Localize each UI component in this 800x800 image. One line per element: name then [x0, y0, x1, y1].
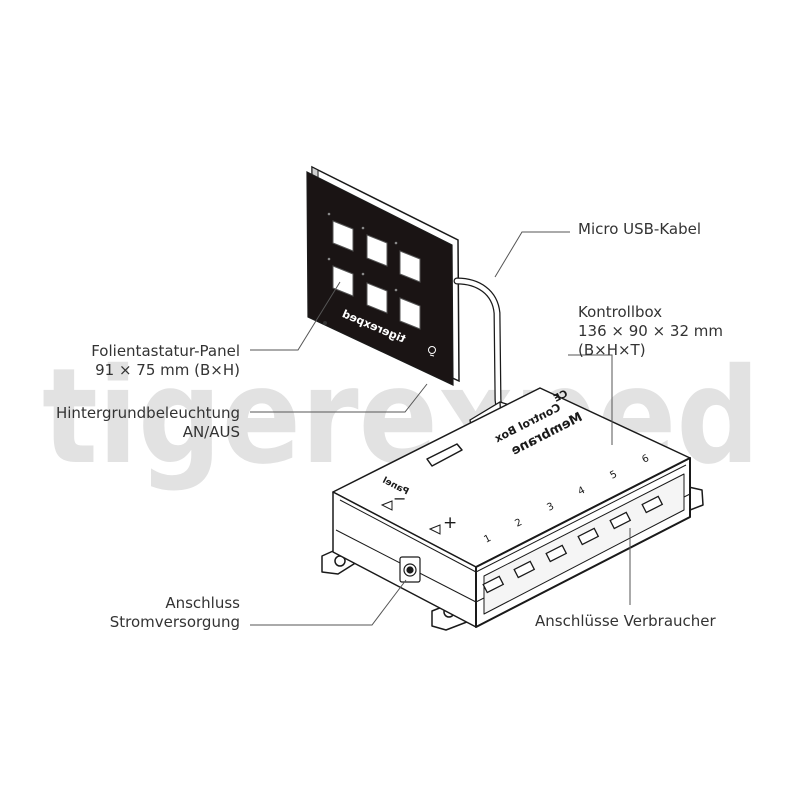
power-connector: [399, 556, 421, 583]
box-minus-label: −: [393, 489, 406, 508]
leader-box: [568, 354, 613, 445]
channel-number-1: 1: [482, 533, 493, 546]
leader-usb: [494, 231, 570, 278]
panel-led-marks: [327, 212, 398, 292]
leader-panel: [250, 281, 341, 351]
panel-port-slot: [426, 443, 463, 467]
consumer-terminals: [482, 495, 664, 594]
panel-corner-hole: [323, 321, 327, 325]
terminal-1: [482, 575, 505, 594]
label-panel: Folientastatur-Panel 91 × 75 mm (B×H): [91, 342, 240, 380]
panel-button-3: [399, 250, 421, 283]
label-backlight: Hintergrundbeleuchtung AN/AUS: [56, 404, 240, 442]
power-line2-label: Stromversorgung: [109, 613, 240, 631]
label-kontrollbox: Kontrollbox 136 × 90 × 32 mm (B×H×T): [578, 303, 723, 360]
panel-button-1: [332, 220, 354, 252]
label-micro-usb: Micro USB-Kabel: [578, 220, 701, 239]
terminal-6: [641, 495, 664, 514]
channel-number-3: 3: [545, 501, 556, 514]
usb-label: Micro USB-Kabel: [578, 220, 702, 238]
terminal-2: [513, 560, 536, 579]
backlight-state-label: AN/AUS: [182, 423, 240, 441]
backlight-bulb-icon: [428, 346, 436, 357]
terminal-3: [545, 544, 568, 563]
terminal-5: [609, 511, 632, 530]
panel-button-5: [366, 282, 388, 314]
box-plus-label: +: [443, 513, 457, 533]
panel-buttons: [332, 220, 421, 330]
power-line1-label: Anschluss: [165, 594, 240, 612]
leader-lines: [250, 231, 631, 626]
label-consumers: Anschlüsse Verbraucher: [535, 612, 716, 631]
backlight-name-label: Hintergrundbeleuchtung: [55, 404, 240, 422]
leader-backlight: [250, 383, 428, 413]
panel-button-4: [332, 265, 354, 297]
label-power: Anschluss Stromversorgung: [110, 594, 240, 632]
terminal-4: [577, 527, 600, 546]
channel-number-4: 4: [576, 485, 587, 498]
channel-number-5: 5: [608, 469, 619, 482]
panel-button-2: [366, 234, 388, 267]
panel-name-label: Folientastatur-Panel: [91, 342, 240, 360]
leader-power: [250, 579, 407, 626]
box-name-label: Kontrollbox: [578, 303, 663, 321]
membrane-panel: tigerexped: [306, 165, 460, 386]
box-dims-label: 136 × 90 × 32 mm: [578, 322, 724, 340]
panel-button-6: [399, 297, 421, 330]
channel-number-2: 2: [513, 517, 524, 530]
consumers-label: Anschlüsse Verbraucher: [535, 612, 716, 630]
box-dims-unit-label: (B×H×T): [578, 341, 646, 359]
channel-number-6: 6: [640, 453, 651, 466]
panel-dims-label: 91 × 75 mm (B×H): [95, 361, 240, 379]
